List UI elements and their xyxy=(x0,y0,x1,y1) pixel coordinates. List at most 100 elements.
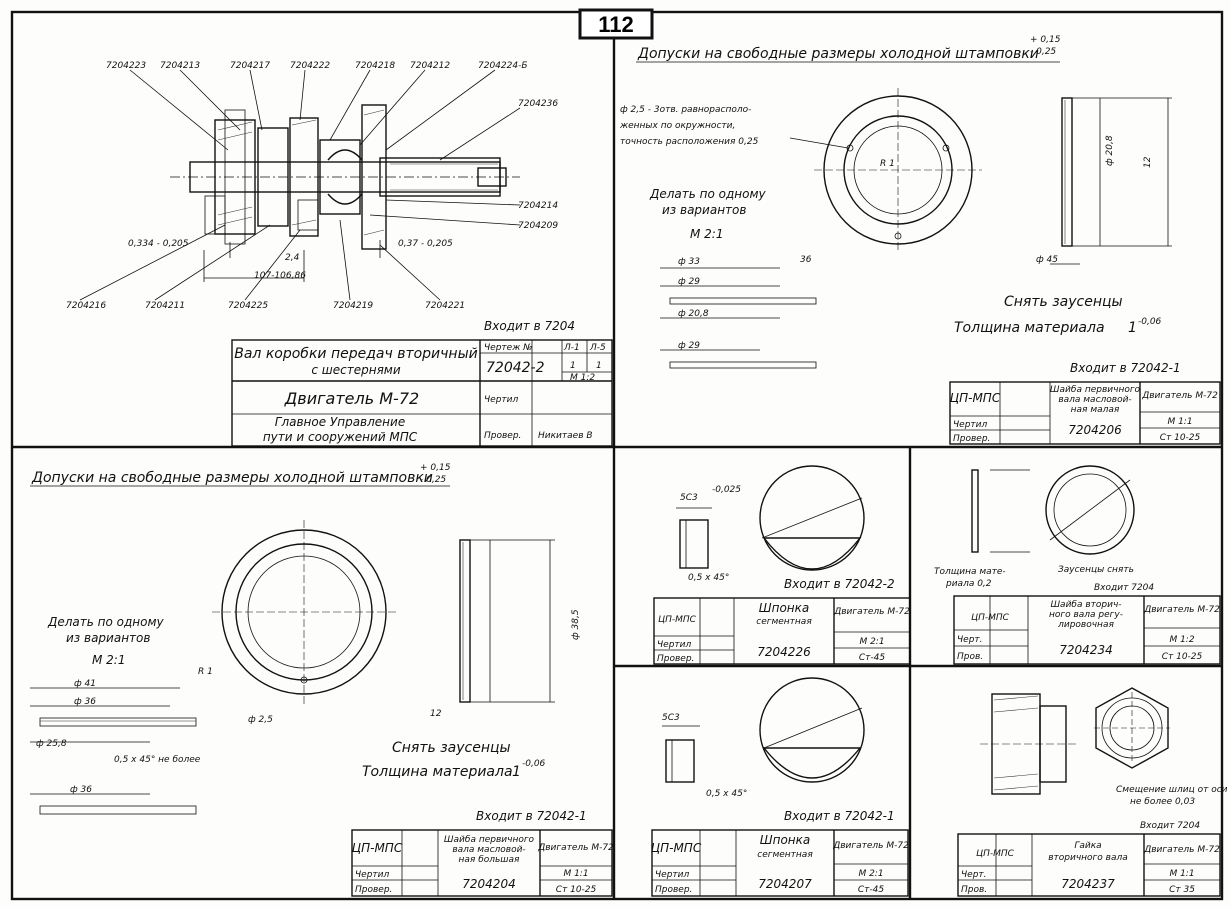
sheet3-dim-36b: ф 36 xyxy=(70,785,92,795)
sheet3-org: ЦП-МПС xyxy=(352,841,403,855)
label-7204212: 7204212 xyxy=(410,61,450,71)
dim-small: 2,4 xyxy=(285,253,300,263)
sheet5-part-name-3: лировочная xyxy=(1057,620,1114,630)
sheet2-tolerance-title: Допуски на свободные размеры холодной шт… xyxy=(637,46,1039,62)
sheet5-engine: Двигатель М-72 xyxy=(1143,605,1220,615)
sheet4-engine: Двигатель М-72 xyxy=(833,607,910,617)
sheet4-part-name-1: Шпонка xyxy=(759,601,809,615)
label-7204211: 7204211 xyxy=(145,301,185,311)
sheet4-part-name-2: сегментная xyxy=(756,617,812,627)
sheet1-enters: Входит в 7204 xyxy=(484,319,575,333)
sheet5-part-no: 7204234 xyxy=(1059,643,1112,657)
sheet2-dim-29b: ф 29 xyxy=(678,341,700,351)
sheet5-deburr: Заусенцы снять xyxy=(1058,565,1134,575)
sheet3-make-1: Делать по одному xyxy=(47,615,165,629)
sheet6-drew: Чертил xyxy=(655,870,690,880)
label-7204219: 7204219 xyxy=(333,301,373,311)
dim-left: 0,334 - 0,205 xyxy=(128,239,189,249)
sheet3-dim-385: ф 38,5 xyxy=(571,609,581,640)
label-7204224b: 7204224-Б xyxy=(478,61,528,71)
sheet5-thickness-2: риала 0,2 xyxy=(945,579,992,589)
sheet2-make-1: Делать по одному xyxy=(649,187,767,201)
label-7204209: 7204209 xyxy=(518,221,558,231)
sheet4-org: ЦП-МПС xyxy=(658,615,697,625)
sheet1-sheet-a: 1 xyxy=(570,361,576,371)
sheet2-dim-12: ф 45 xyxy=(1036,255,1058,265)
sheet2-part-name-3: ная малая xyxy=(1071,405,1120,415)
sheet2-thickness-tol: -0,06 xyxy=(1138,317,1162,327)
sheet6-dim-chamfer: 0,5 x 45° xyxy=(706,789,747,799)
sheet7-drew: Черт. xyxy=(961,870,987,880)
sheet1-title-1: Вал коробки передач вторичный xyxy=(234,346,477,362)
sheet1-checker: Никитаев В xyxy=(538,431,593,441)
sheet1-engine: Двигатель М-72 xyxy=(284,389,419,408)
sheet5-thickness-1: Толщина мате- xyxy=(934,567,1006,577)
sheet1-drew: Чертил xyxy=(484,395,519,405)
sheet6-checked: Провер. xyxy=(655,885,692,895)
page-number: 112 xyxy=(598,12,634,37)
label-7204225: 7204225 xyxy=(228,301,268,311)
sheet3-scale-box: М 1:1 xyxy=(563,869,588,879)
sheet3-dim-chamfer: 0,5 x 45° не более xyxy=(114,755,201,765)
sheet2-dim-36: R 1 xyxy=(880,159,895,169)
sheet2-org: ЦП-МПС xyxy=(950,391,1001,405)
sheet7-note-1: Смещение шлиц от оси xyxy=(1116,785,1228,795)
sheet2-dim-208b: ф 20,8 xyxy=(678,309,709,319)
sheet3-tol-plus: + 0,15 xyxy=(420,463,451,473)
sheet6-org: ЦП-МПС xyxy=(651,841,702,855)
sheet3-dim-41: ф 41 xyxy=(74,679,96,689)
sheet4-key-drawing xyxy=(676,465,865,571)
sheet3-drew: Чертил xyxy=(355,870,390,880)
sheet6-enters: Входит в 72042-1 xyxy=(784,809,895,823)
label-7204216: 7204216 xyxy=(66,301,106,311)
sheet5-drew: Черт. xyxy=(957,635,983,645)
sheet3-dim-36a: ф 36 xyxy=(74,697,96,707)
sheet6-dim-5c3: 5С3 xyxy=(662,713,680,723)
sheet2-hole-note-3: точность расположения 0,25 xyxy=(620,137,759,147)
sheet3-part-no: 7204204 xyxy=(462,877,515,891)
label-7204213: 7204213 xyxy=(160,61,200,71)
sheet6-scale-box: М 2:1 xyxy=(858,869,883,879)
sheet2-scale-box: М 1:1 xyxy=(1167,417,1192,427)
sheet4-dim-tol: -0,025 xyxy=(712,485,741,495)
sheet3-engine: Двигатель М-72 xyxy=(537,843,614,853)
sheet2-engine: Двигатель М-72 xyxy=(1141,391,1218,401)
sheet7-checked: Пров. xyxy=(961,885,987,895)
sheet4-checked: Провер. xyxy=(657,654,694,664)
sheet7-note-2: не более 0,03 xyxy=(1130,797,1195,807)
sheet5-part-name-2: ного вала регу- xyxy=(1049,610,1123,620)
sheet6-material: Ст-45 xyxy=(858,885,885,895)
sheet2-dim-33: ф 33 xyxy=(678,257,700,267)
sheet3-dim-12: 12 xyxy=(430,709,442,719)
sheet4-scale-box: М 2:1 xyxy=(859,637,884,647)
sheet2-part-name-1: Шайба первичного xyxy=(1050,385,1141,395)
sheet2-hole-note-2: женных по окружности, xyxy=(619,121,735,131)
sheet1-drawing-hdr: Чертеж № xyxy=(484,343,533,353)
sheet1-org-1: Главное Управление xyxy=(275,415,405,429)
sheet3-deburr: Снять заусенцы xyxy=(392,740,511,756)
label-7204218: 7204218 xyxy=(355,61,395,71)
sheet4-part-no: 7204226 xyxy=(757,645,811,659)
sheet1-checked: Провер. xyxy=(484,431,521,441)
sheet3-dim-258: ф 25,8 xyxy=(36,739,67,749)
dim-right: 0,37 - 0,205 xyxy=(398,239,453,249)
label-7204236: 7204236 xyxy=(518,99,558,109)
sheet3-washer-drawing xyxy=(30,520,555,815)
sheet3-material: Ст 10-25 xyxy=(556,885,597,895)
sheet7-part-name-2: вторичного вала xyxy=(1048,853,1128,863)
sheet2-scale: М 2:1 xyxy=(690,227,723,241)
sheet1-title-2: с шестернями xyxy=(311,363,400,377)
sheet3-tol-minus: - 0,25 xyxy=(420,475,446,485)
sheet2-tol-minus: - 0,25 xyxy=(1030,47,1056,57)
sheet7-material: Ст 35 xyxy=(1169,885,1195,895)
sheet3-enters: Входит в 72042-1 xyxy=(476,809,587,823)
sheet1-drawing-no: 72042-2 xyxy=(486,360,545,376)
sheet7-title-block xyxy=(957,833,1221,897)
sheet6-engine: Двигатель М-72 xyxy=(832,841,909,851)
sheet1-title-block xyxy=(231,339,613,447)
sheet7-part-no: 7204237 xyxy=(1061,877,1115,891)
sheet2-dim-r1: 36 xyxy=(800,255,812,265)
sheet7-nut-drawing xyxy=(980,687,1170,795)
